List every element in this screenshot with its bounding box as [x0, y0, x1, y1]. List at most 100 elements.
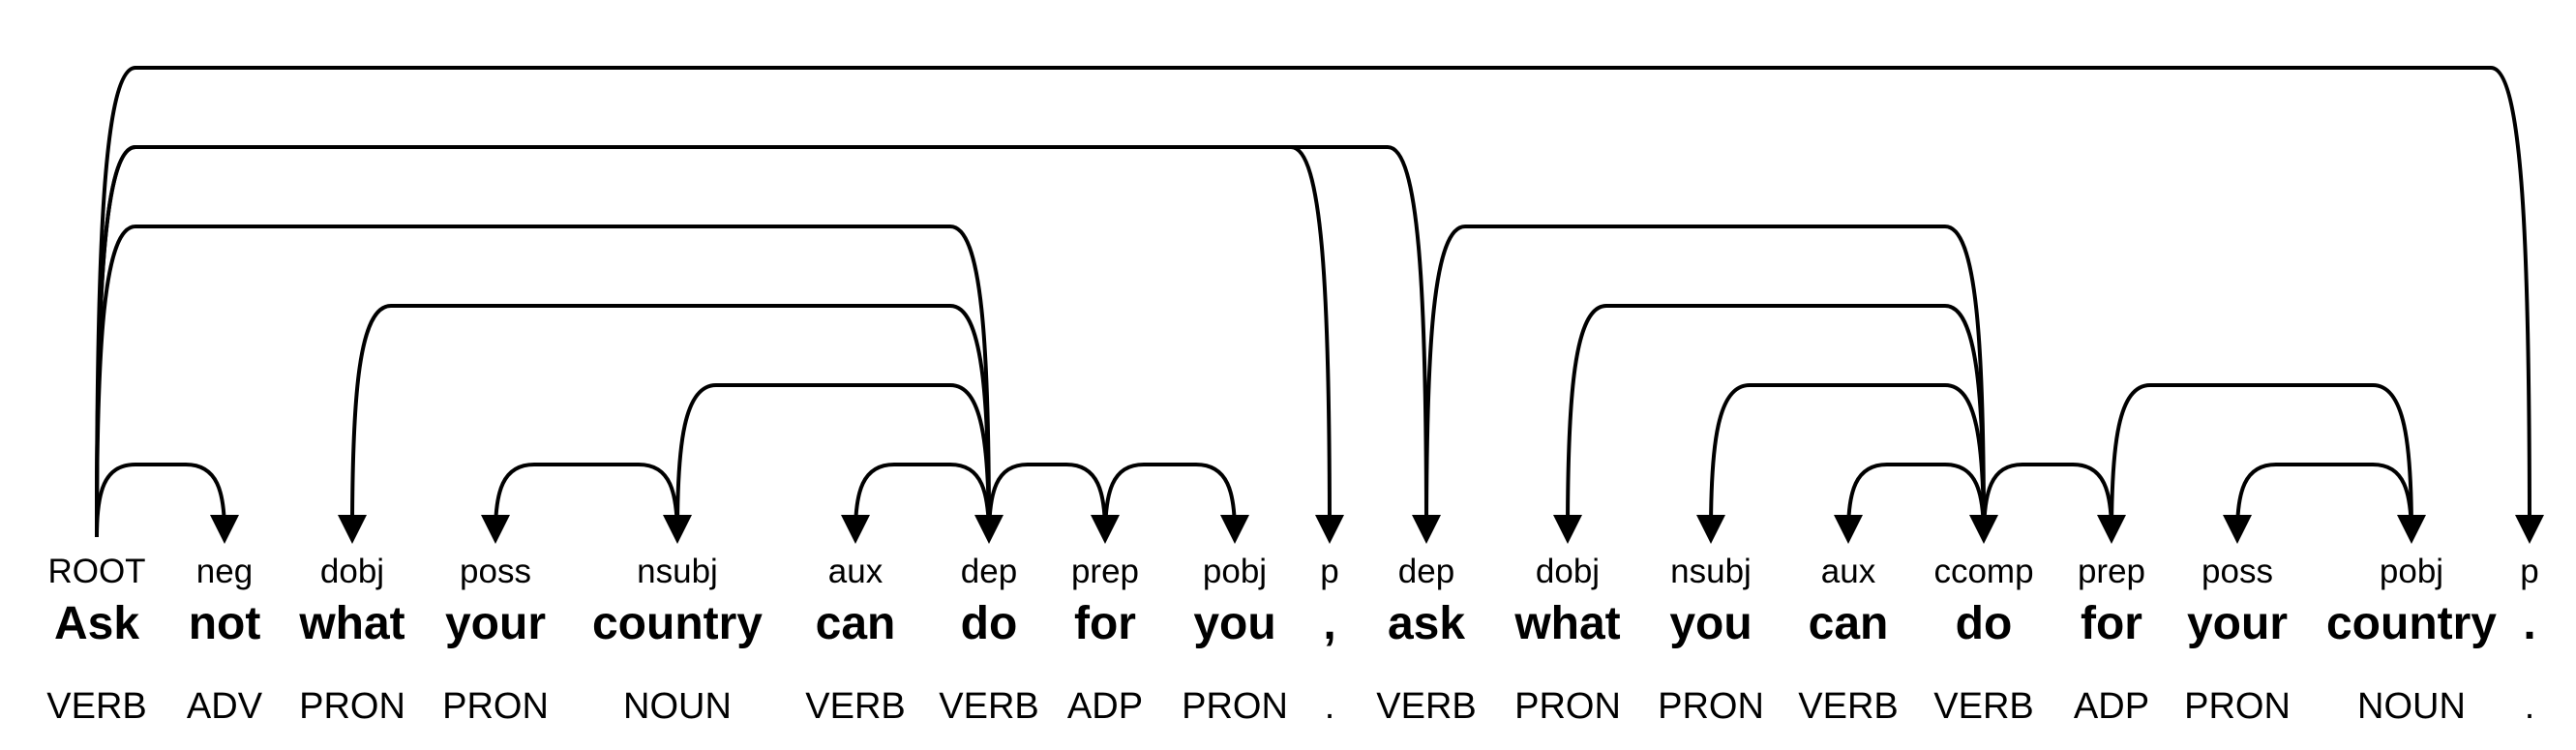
dep-label-5: aux: [828, 553, 884, 590]
arrow-head-16: [2397, 515, 2426, 544]
arc-path-3: [854, 463, 991, 538]
token-tag-17: NOUN: [2357, 686, 2466, 727]
arc-path-5: [95, 225, 991, 538]
dep-label-10: dep: [1398, 553, 1454, 590]
dep-label-2: dobj: [320, 553, 384, 590]
token-word-4[interactable]: country: [592, 598, 763, 649]
arc-path-16: [2110, 383, 2413, 538]
token-tag-0: VERB: [46, 686, 146, 727]
arc-path-4: [350, 304, 991, 538]
token-tag-11: PRON: [1514, 686, 1621, 727]
dep-label-14: ccomp: [1933, 553, 2033, 590]
arc-path-7: [1103, 463, 1237, 538]
dep-label-18: p: [2520, 553, 2538, 590]
dep-label-15: prep: [2078, 553, 2145, 590]
arc-path-17: [95, 66, 2531, 538]
token-tag-8: PRON: [1182, 686, 1288, 727]
arc-path-1: [494, 463, 679, 538]
dep-label-8: pobj: [1203, 553, 1267, 590]
arc-path-10: [1566, 304, 1986, 538]
arc-path-6: [987, 463, 1107, 538]
arc-poss-17-16: [2223, 463, 2413, 544]
arc-dobj-6-2: [338, 304, 991, 544]
token-tag-13: VERB: [1798, 686, 1898, 727]
arcs-layer: [95, 66, 2544, 544]
arrow-head-8: [1315, 515, 1344, 544]
arc-path-13: [1424, 225, 1986, 538]
dep-label-12: nsubj: [1670, 553, 1752, 590]
dep-label-6: dep: [961, 553, 1017, 590]
token-tag-12: PRON: [1658, 686, 1764, 727]
arc-path-2: [675, 383, 991, 538]
token-tag-10: VERB: [1376, 686, 1476, 727]
token-word-6[interactable]: do: [961, 598, 1018, 649]
arc-neg-0-1: [95, 463, 239, 544]
arrow-head-17: [2515, 515, 2544, 544]
token-word-14[interactable]: do: [1956, 598, 2013, 649]
token-tag-9: .: [1325, 686, 1335, 727]
token-tag-5: VERB: [805, 686, 905, 727]
arc-path-0: [95, 463, 226, 538]
arc-path-9: [95, 145, 1428, 538]
arc-p-0-18: [95, 66, 2544, 544]
token-word-18[interactable]: .: [2523, 598, 2535, 649]
dep-label-3: poss: [460, 553, 531, 590]
dep-label-16: poss: [2202, 553, 2273, 590]
dep-label-4: nsubj: [637, 553, 718, 590]
token-tag-6: VERB: [939, 686, 1038, 727]
arc-poss-4-3: [481, 463, 679, 544]
arc-aux-6-5: [841, 463, 991, 544]
arc-pobj-15-17: [2110, 383, 2426, 544]
token-word-2[interactable]: what: [298, 598, 404, 649]
dep-label-9: p: [1320, 553, 1338, 590]
token-word-17[interactable]: country: [2326, 598, 2497, 649]
dep-label-11: dobj: [1536, 553, 1600, 590]
arc-aux-14-13: [1834, 463, 1986, 544]
arrow-head-2: [663, 515, 692, 544]
token-tag-2: PRON: [299, 686, 405, 727]
arc-prep-6-7: [987, 463, 1120, 544]
arc-path-11: [1709, 383, 1986, 538]
dep-label-7: prep: [1071, 553, 1139, 590]
dep-label-0: ROOT: [47, 553, 145, 590]
token-tag-14: VERB: [1933, 686, 2033, 727]
token-word-11[interactable]: what: [1513, 598, 1620, 649]
token-tag-18: .: [2525, 686, 2535, 727]
arc-prep-14-15: [1982, 463, 2126, 544]
token-word-9[interactable]: ,: [1323, 598, 1335, 649]
token-word-10[interactable]: ask: [1388, 598, 1465, 649]
arc-p-0-9: [95, 145, 1344, 544]
tokens-layer: AskVERBnotADVwhatPRONyourPRONcountryNOUN…: [46, 598, 2535, 727]
arc-path-15: [2235, 463, 2413, 538]
token-word-3[interactable]: your: [445, 598, 546, 649]
arrow-head-10: [1553, 515, 1582, 544]
dep-label-13: aux: [1821, 553, 1876, 590]
token-word-12[interactable]: you: [1669, 598, 1752, 649]
arrow-head-1: [481, 515, 510, 544]
dep-label-17: pobj: [2380, 553, 2443, 590]
token-word-15[interactable]: for: [2081, 598, 2142, 649]
token-tag-16: PRON: [2184, 686, 2291, 727]
arrow-head-7: [1220, 515, 1249, 544]
arrow-head-12: [1834, 515, 1863, 544]
arc-pobj-7-8: [1103, 463, 1249, 544]
token-word-13[interactable]: can: [1809, 598, 1889, 649]
token-tag-15: ADP: [2074, 686, 2149, 727]
arc-dep-0-10: [95, 145, 1441, 544]
token-word-7[interactable]: for: [1074, 598, 1136, 649]
arc-nsubj-14-12: [1696, 383, 1986, 544]
arrow-head-11: [1696, 515, 1725, 544]
token-word-8[interactable]: you: [1193, 598, 1275, 649]
arc-path-8: [95, 145, 1332, 538]
arc-path-14: [1982, 463, 2113, 538]
token-tag-3: PRON: [442, 686, 549, 727]
token-word-1[interactable]: not: [189, 598, 261, 649]
arrow-head-0: [210, 515, 239, 544]
token-word-5[interactable]: can: [816, 598, 896, 649]
arrow-head-15: [2223, 515, 2252, 544]
token-word-0[interactable]: Ask: [54, 598, 139, 649]
token-word-16[interactable]: your: [2187, 598, 2288, 649]
